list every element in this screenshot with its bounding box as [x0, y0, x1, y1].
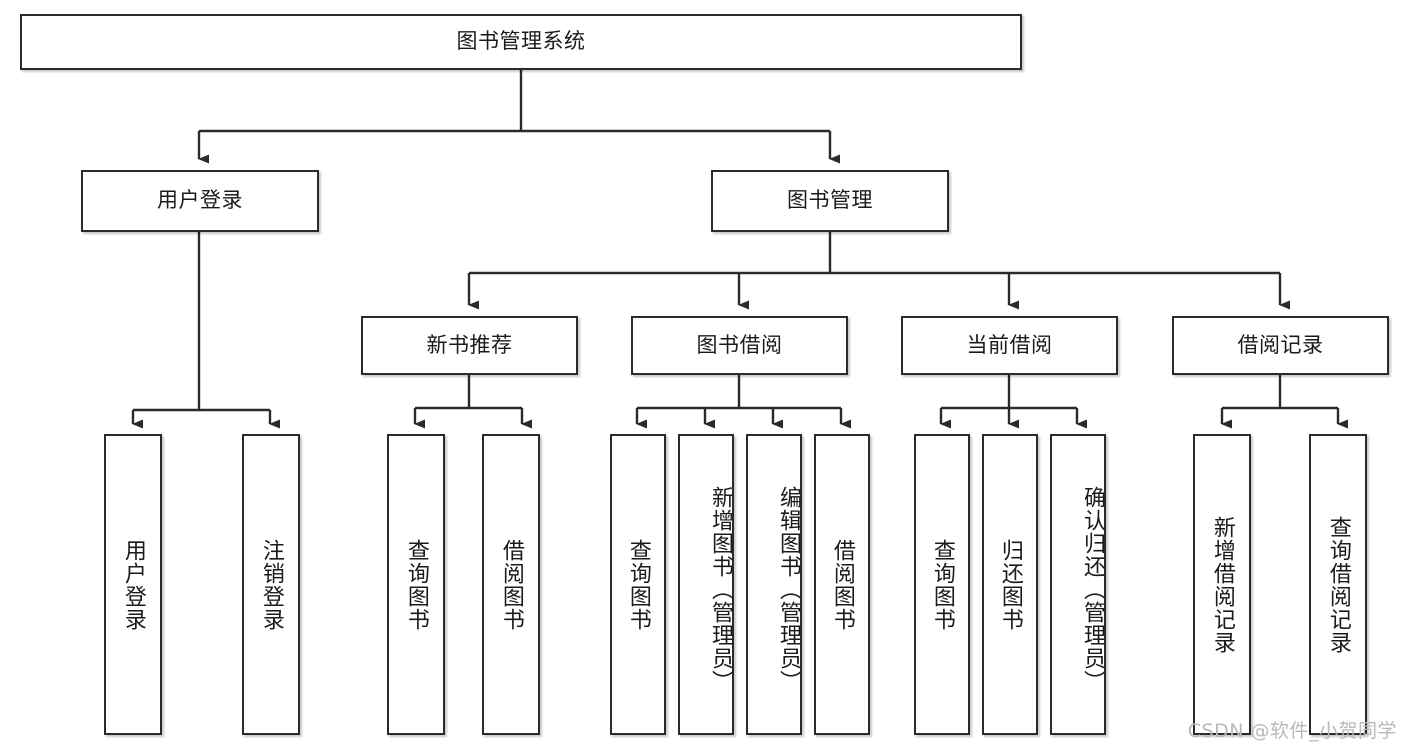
leaf-user-login-label: 用户登录 — [120, 538, 146, 631]
node-book-management[interactable]: 图书管理 — [711, 170, 949, 232]
leaf-query-book-borrow-label: 查询图书 — [625, 538, 651, 631]
node-root[interactable]: 图书管理系统 — [20, 14, 1022, 70]
leaf-borrow-book[interactable]: 借阅图书 — [814, 434, 870, 735]
leaf-user-login[interactable]: 用户登录 — [104, 434, 162, 735]
node-borrow-record[interactable]: 借阅记录 — [1172, 316, 1389, 375]
node-user-login-label: 用户登录 — [157, 188, 243, 213]
leaf-add-book-admin-label: 新增图书（管理员） — [708, 486, 733, 693]
leaf-edit-book-admin[interactable]: 编辑图书（管理员） — [746, 434, 802, 735]
node-book-borrow-label: 图书借阅 — [696, 332, 783, 357]
leaf-add-book-admin[interactable]: 新增图书（管理员） — [678, 434, 734, 735]
leaf-borrow-book-recommend[interactable]: 借阅图书 — [482, 434, 540, 735]
node-new-book-recommend[interactable]: 新书推荐 — [361, 316, 578, 375]
leaf-confirm-return-admin-label: 确认归还（管理员） — [1080, 486, 1105, 693]
leaf-query-borrow-record[interactable]: 查询借阅记录 — [1309, 434, 1367, 735]
leaf-borrow-book-recommend-label: 借阅图书 — [498, 538, 524, 631]
node-new-book-recommend-label: 新书推荐 — [426, 332, 513, 357]
node-book-borrow[interactable]: 图书借阅 — [631, 316, 848, 375]
leaf-edit-book-admin-label: 编辑图书（管理员） — [776, 486, 801, 693]
leaf-query-book-current-label: 查询图书 — [929, 538, 955, 631]
watermark: CSDN @软件_小贺同学 — [1187, 720, 1397, 742]
leaf-logout[interactable]: 注销登录 — [242, 434, 300, 735]
leaf-logout-label: 注销登录 — [258, 538, 284, 631]
leaf-query-borrow-record-label: 查询借阅记录 — [1325, 515, 1351, 654]
node-borrow-record-label: 借阅记录 — [1237, 332, 1324, 357]
leaf-return-book-label: 归还图书 — [997, 538, 1023, 631]
node-user-login[interactable]: 用户登录 — [81, 170, 319, 232]
node-book-management-label: 图书管理 — [787, 188, 873, 213]
node-current-borrow[interactable]: 当前借阅 — [901, 316, 1118, 375]
leaf-query-book-borrow[interactable]: 查询图书 — [610, 434, 666, 735]
leaf-query-book-current[interactable]: 查询图书 — [914, 434, 970, 735]
node-current-borrow-label: 当前借阅 — [966, 332, 1053, 357]
leaf-add-borrow-record-label: 新增借阅记录 — [1209, 515, 1235, 654]
leaf-add-borrow-record[interactable]: 新增借阅记录 — [1193, 434, 1251, 735]
leaf-query-book-recommend-label: 查询图书 — [403, 538, 429, 631]
leaf-query-book-recommend[interactable]: 查询图书 — [387, 434, 445, 735]
leaf-return-book[interactable]: 归还图书 — [982, 434, 1038, 735]
leaf-confirm-return-admin[interactable]: 确认归还（管理员） — [1050, 434, 1106, 735]
leaf-borrow-book-label: 借阅图书 — [829, 538, 855, 631]
node-root-label: 图书管理系统 — [456, 29, 586, 54]
